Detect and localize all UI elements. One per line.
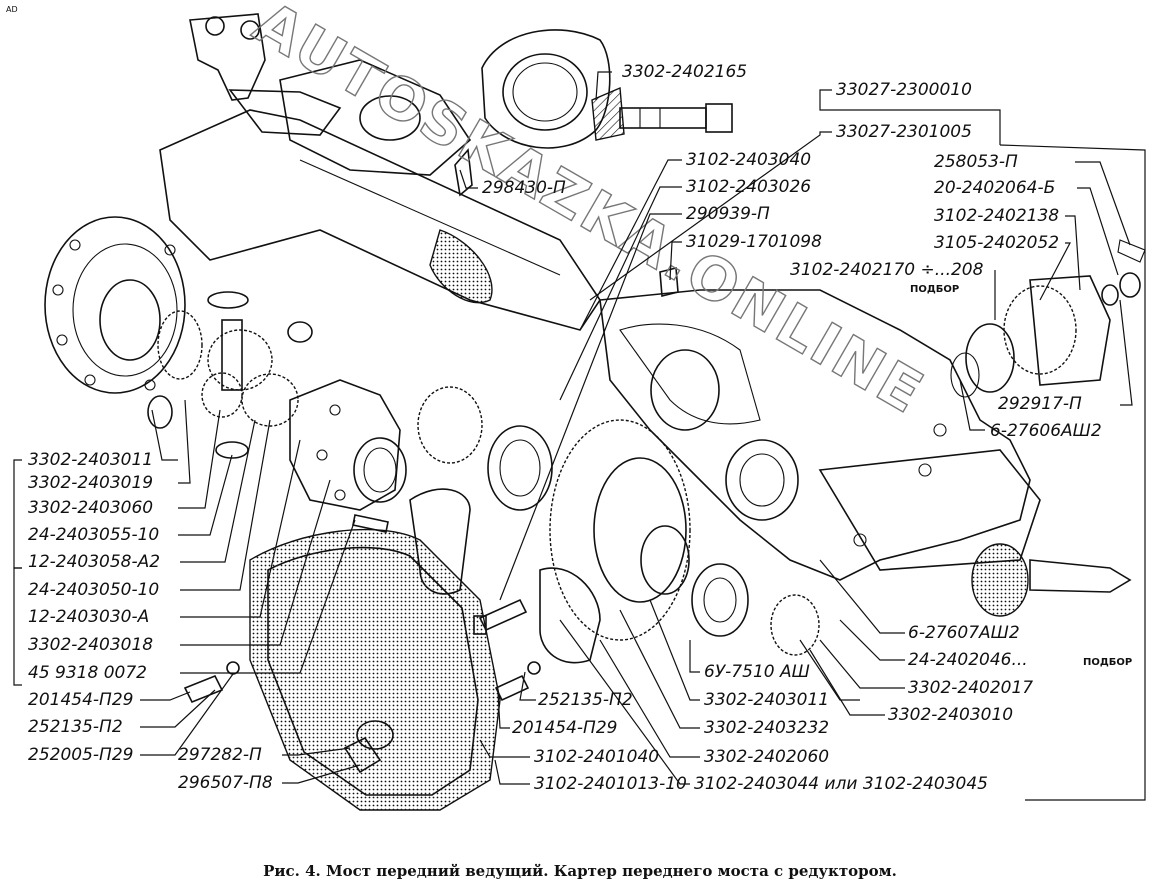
cover-plate <box>183 528 501 811</box>
ring-gear <box>549 419 820 656</box>
label-note-1: ПОДБОР <box>910 284 959 295</box>
label-42: 3102-2403044 или 3102-2403045 <box>694 774 988 794</box>
label-8: 31029-1701098 <box>686 232 822 252</box>
label-5: 3102-2403040 <box>686 150 811 170</box>
label-30: 252135-П2 <box>538 690 633 710</box>
label-17: 3302-2403019 <box>28 473 153 493</box>
label-26: 252135-П2 <box>28 717 123 737</box>
pinion-shaft-detail <box>481 29 733 149</box>
label-20: 12-2403058-А2 <box>28 552 160 572</box>
label-25: 201454-П29 <box>28 690 133 710</box>
label-32: 3102-2401040 <box>534 747 659 767</box>
label-40: 3302-2403232 <box>704 718 829 738</box>
label-13: 3102-2402170 ÷...208 <box>790 260 984 280</box>
label-note-2: ПОДБОР <box>1083 657 1132 668</box>
label-28: 297282-П <box>178 745 262 765</box>
hub-flange <box>44 216 186 394</box>
label-9: 258053-П <box>934 152 1018 172</box>
label-16: 3302-2403011 <box>28 450 153 470</box>
steering-arm <box>189 13 342 136</box>
label-35: 24-2402046... <box>908 650 1028 670</box>
leader-lines <box>13 71 1146 801</box>
label-37: 3302-2403010 <box>888 705 1013 725</box>
label-18: 3302-2403060 <box>28 498 153 518</box>
label-12: 3105-2402052 <box>934 233 1059 253</box>
label-11: 3102-2402138 <box>934 206 1059 226</box>
pinion-bearing-stack <box>659 239 1146 398</box>
part-labels: 3302-2402165 33027-2300010 33027-2301005… <box>28 62 1132 794</box>
label-38: 6У-7510 АШ <box>704 662 810 682</box>
figure-caption: Рис. 4. Мост передний ведущий. Картер пе… <box>263 862 897 880</box>
label-41: 3302-2402060 <box>704 747 829 767</box>
label-31: 201454-П29 <box>512 718 617 738</box>
label-22: 12-2403030-А <box>28 607 149 627</box>
bolts <box>352 514 541 702</box>
label-1: 3302-2402165 <box>622 62 747 82</box>
label-27: 252005-П29 <box>28 745 133 765</box>
left-differential-gears <box>147 291 313 459</box>
corner-mark: AD <box>6 5 18 14</box>
label-4: 298430-П <box>482 178 566 198</box>
carrier-housing <box>599 289 1132 617</box>
label-39: 3302-2403011 <box>704 690 829 710</box>
label-29: 296507-П8 <box>178 773 273 793</box>
label-2: 33027-2300010 <box>836 80 972 100</box>
label-7: 290939-П <box>686 204 770 224</box>
label-36: 3302-2402017 <box>908 678 1033 698</box>
label-23: 3302-2403018 <box>28 635 153 655</box>
axle-housing-drawing <box>44 13 1146 811</box>
label-21: 24-2403050-10 <box>28 580 159 600</box>
label-19: 24-2403055-10 <box>28 525 159 545</box>
label-33: 3102-2401013-10 <box>534 774 687 794</box>
label-24: 45 9318 0072 <box>28 663 147 683</box>
differential-case-half <box>289 379 407 511</box>
label-10: 20-2402064-Б <box>934 178 1055 198</box>
label-14: 292917-П <box>998 394 1082 414</box>
watermark: AUTOSKAZKA.ONLINE <box>243 0 936 428</box>
label-6: 3102-2403026 <box>686 177 811 197</box>
label-3: 33027-2301005 <box>836 122 972 142</box>
label-34: 6-27607АШ2 <box>908 623 1020 643</box>
label-15: 6-27606АШ2 <box>990 421 1102 441</box>
